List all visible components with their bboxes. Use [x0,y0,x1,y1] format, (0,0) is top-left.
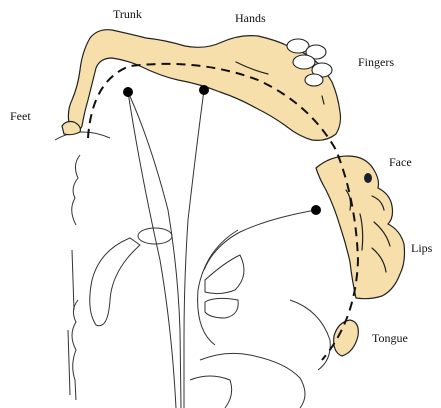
label-face: Face [389,155,412,169]
homunculus-body [62,30,341,141]
projection-lines [128,90,316,408]
eye-icon [364,173,372,183]
label-hands: Hands [235,11,266,25]
marker-hands [199,85,209,95]
label-lips: Lips [411,241,433,255]
face-shape [316,156,405,299]
label-tongue: Tongue [372,331,408,345]
label-trunk: Trunk [113,7,142,21]
label-fingers: Fingers [358,55,394,69]
label-feet: Feet [10,109,31,123]
marker-face [311,205,321,215]
marker-trunk [123,87,133,97]
brain-outline [55,132,330,408]
